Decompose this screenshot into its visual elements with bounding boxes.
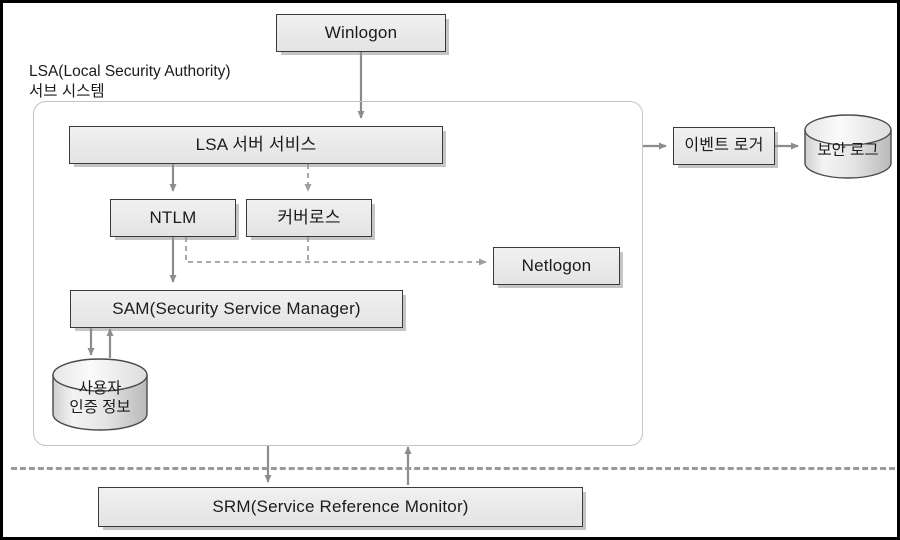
datastore-user-auth-info-line2: 인증 정보 bbox=[69, 399, 131, 416]
node-sam[interactable]: SAM(Security Service Manager) bbox=[70, 290, 403, 328]
connector-layer bbox=[52, 51, 892, 485]
node-ntlm[interactable]: NTLM bbox=[110, 199, 236, 237]
kernel-user-boundary-divider bbox=[11, 467, 895, 470]
datastore-security-log-label: 보안 로그 bbox=[817, 141, 879, 159]
datastore-security-log[interactable]: 보안 로그 bbox=[805, 115, 891, 178]
node-sam-label: SAM(Security Service Manager) bbox=[112, 299, 361, 319]
node-lsa-server-service-label: LSA 서버 서비스 bbox=[195, 135, 317, 155]
connector-ntlm-to-netlogon bbox=[185, 237, 487, 266]
node-winlogon[interactable]: Winlogon bbox=[276, 14, 446, 52]
node-event-logger[interactable]: 이벤트 로거 bbox=[673, 127, 775, 165]
user-auth-info-cylinder-shape bbox=[52, 358, 148, 431]
node-lsa-server-service[interactable]: LSA 서버 서비스 bbox=[69, 126, 443, 164]
node-event-logger-label: 이벤트 로거 bbox=[684, 136, 764, 154]
node-kerberos-label: 커버로스 bbox=[277, 208, 341, 228]
datastore-user-auth-info[interactable]: 사용자 인증 정보 bbox=[53, 359, 147, 430]
node-srm[interactable]: SRM(Service Reference Monitor) bbox=[98, 487, 583, 527]
lsa-subsystem-group bbox=[33, 101, 643, 446]
datastore-user-auth-info-line1: 사용자 bbox=[78, 380, 122, 398]
lsa-subsystem-group-label: LSA(Local Security Authority) 서브 시스템 bbox=[29, 63, 231, 101]
node-kerberos[interactable]: 커버로스 bbox=[246, 199, 372, 237]
node-netlogon-label: Netlogon bbox=[521, 256, 592, 276]
node-ntlm-label: NTLM bbox=[149, 208, 197, 228]
security-log-cylinder-shape bbox=[804, 114, 892, 179]
node-winlogon-label: Winlogon bbox=[324, 23, 398, 43]
node-netlogon[interactable]: Netlogon bbox=[493, 247, 620, 285]
node-srm-label: SRM(Service Reference Monitor) bbox=[212, 497, 469, 517]
